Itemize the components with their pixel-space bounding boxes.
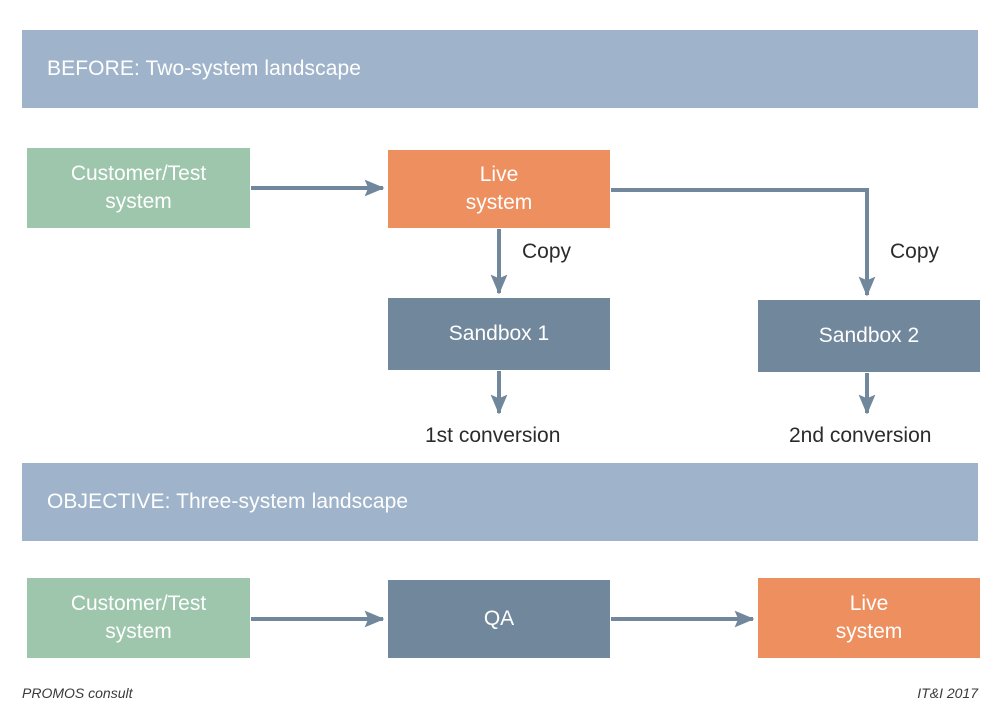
footer-right-text: IT&I 2017: [917, 685, 978, 701]
arrow-live-to-sandbox-2: [611, 188, 876, 297]
node-sandbox-2-label: Sandbox 2: [818, 323, 920, 347]
node-qa: QA: [388, 580, 610, 658]
edge-label-copy-1: Copy: [522, 240, 572, 263]
node-customer-test-top-label: Customer/Test system: [70, 161, 207, 213]
edge-label-2nd-conversion: 2nd conversion: [789, 424, 932, 447]
node-qa-label: QA: [483, 606, 515, 630]
section-banner-before: BEFORE: Two-system landscape: [22, 30, 978, 108]
node-sandbox-1-label: Sandbox 1: [448, 321, 550, 345]
node-customer-test-bottom: Customer/Test system: [27, 578, 250, 658]
node-live-system-bottom-label: Live system: [835, 591, 903, 643]
section-banner-objective: OBJECTIVE: Three-system landscape: [22, 463, 978, 541]
node-sandbox-2: Sandbox 2: [758, 300, 980, 372]
node-customer-test-top: Customer/Test system: [27, 148, 250, 228]
node-live-system-top: Live system: [388, 150, 610, 228]
section-banner-objective-label: OBJECTIVE: Three-system landscape: [47, 490, 409, 514]
edge-label-copy-2: Copy: [890, 240, 940, 263]
node-sandbox-1: Sandbox 1: [388, 298, 610, 370]
edge-label-1st-conversion: 1st conversion: [425, 424, 561, 447]
node-live-system-bottom: Live system: [758, 578, 980, 658]
section-banner-before-label: BEFORE: Two-system landscape: [47, 57, 362, 81]
node-live-system-top-label: Live system: [465, 162, 533, 214]
footer-left-text: PROMOS consult: [22, 685, 133, 701]
node-customer-test-bottom-label: Customer/Test system: [70, 591, 207, 643]
